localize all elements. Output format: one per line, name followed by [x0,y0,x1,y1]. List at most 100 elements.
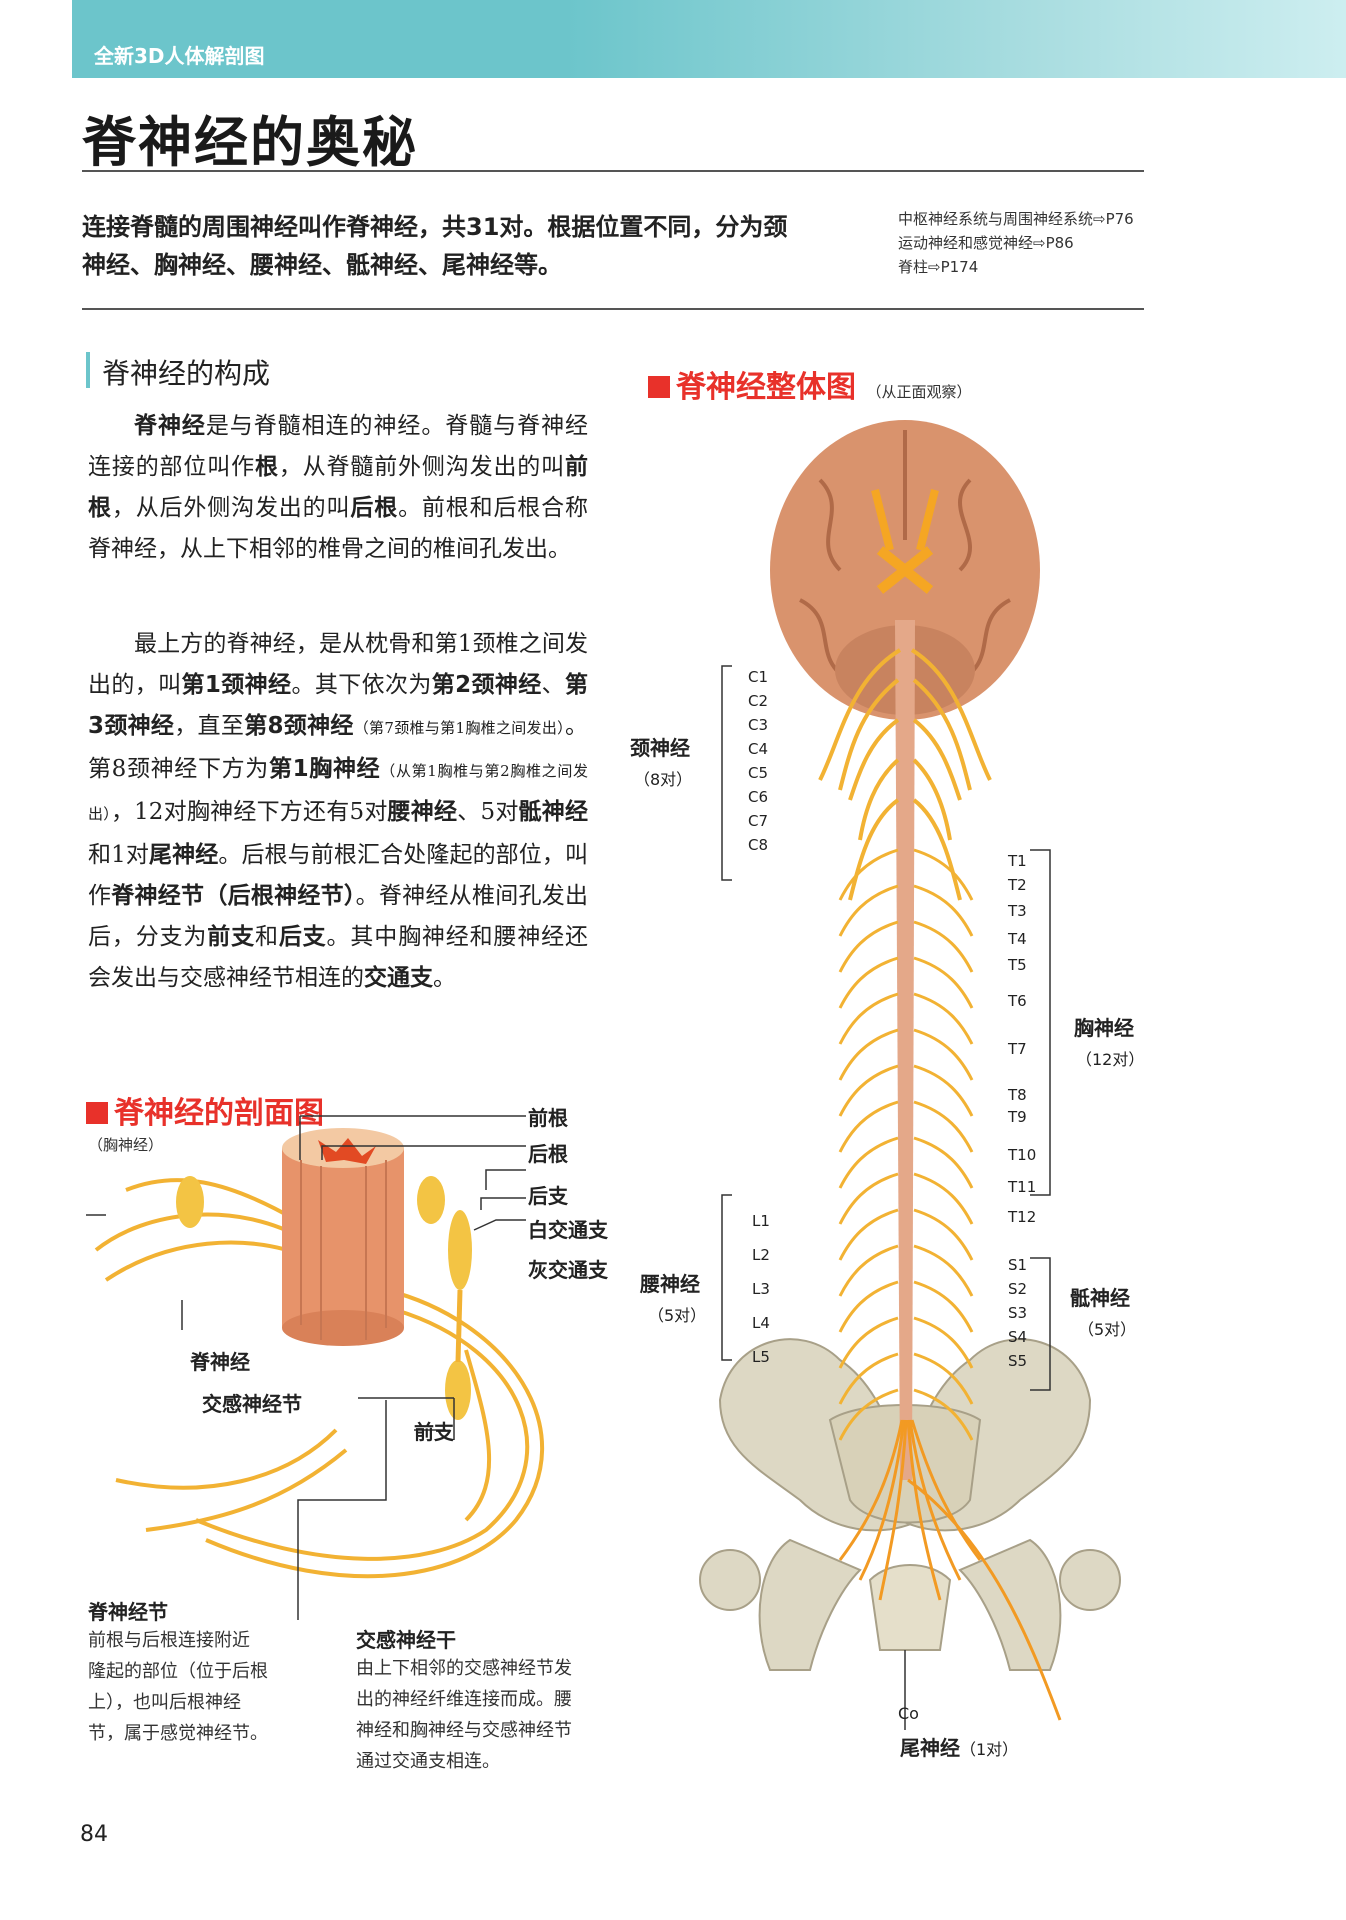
paragraph-text: ，直至 [174,713,245,739]
paragraph-text: 。其中胸神经和腰神经还会发出与交感神经节相连的 [88,924,589,991]
paragraph-text: 。脊神经从椎间孔发出后，分支为 [88,883,589,950]
segment-label-c5: C5 [748,764,769,782]
segment-label-t7: T7 [1008,1040,1027,1058]
thoracic-nerve-name: 胸神经 [1074,1016,1134,1040]
coccygeal-label: Co [898,1704,919,1723]
bold-term: 脊神经节（后根神经节） [111,883,356,909]
bold-term: 第1胸神经 [268,756,381,782]
caption-spinal-ganglion: 脊神经节 前根与后根连接附近 隆起的部位（位于后根 上），也叫后根神经 节，属于… [88,1596,328,1749]
nerve-branch [913,1100,974,1153]
nerve-branch [913,1388,974,1441]
nerve-branch [913,1244,974,1297]
body-paragraph-1: 脊神经是与脊髓相连的神经。脊髓与脊神经连接的部位叫作根，从脊髓前外侧沟发出的叫前… [88,406,588,570]
segment-label-t10: T10 [1008,1146,1037,1164]
intro-rule [82,308,1144,310]
segment-label-l5: L5 [752,1348,770,1366]
intro-line-2: 神经、胸神经、腰神经、骶神经、尾神经等。 [82,251,562,279]
paragraph-text: 、 [541,672,566,698]
spinal-ganglion-left [176,1176,204,1228]
segment-label-c4: C4 [748,740,769,758]
intro-line-1: 连接脊髓的周围神经叫作脊神经，共31对。根据位置不同，分为颈 [82,213,788,241]
caption-sympathetic-trunk: 交感神经干 由上下相邻的交感神经节发 出的神经纤维连接而成。腰 神经和胸神经与交… [356,1624,636,1777]
nerve-branch [913,1316,974,1369]
paragraph-text: ，12对胸神经下方还有5对 [110,799,388,825]
nerve-branch [838,884,899,937]
page-number: 84 [80,1822,108,1847]
segment-label-s3: S3 [1008,1304,1028,1322]
intro-text: 连接脊髓的周围神经叫作脊神经，共31对。根据位置不同，分为颈 神经、胸神经、腰神… [82,208,862,284]
nerve-branch [838,1388,899,1441]
bold-term: 交通支 [364,965,433,991]
label-back-branch: 后支 [528,1184,568,1208]
segment-label-c3: C3 [748,716,769,734]
segment-label-s5: S5 [1008,1352,1028,1370]
nerve-branch [838,920,899,973]
coccygeal-nerve-name: 尾神经 [900,1736,960,1760]
thoracic-nerves [838,848,974,1441]
overall-spinal-illustration [699,420,1121,1730]
bracket-lines [721,665,1051,1730]
label-back-root: 后根 [528,1142,568,1166]
nerve-branch [838,1352,899,1405]
caption-spinal-ganglion-head: 脊神经节 [88,1600,168,1624]
cross-section-illustration [86,1115,545,1620]
page-title: 脊神经的奥秘 [82,111,418,174]
bold-term: 根 [254,454,279,480]
red-square-icon [86,1102,108,1124]
paragraph-text: （第7颈椎与第1胸椎之间发出） [353,719,565,737]
caption-sympathetic-trunk-line: 通过交通支相连。 [356,1751,500,1772]
nerve-branch [838,956,899,1009]
segment-label-l2: L2 [752,1246,770,1264]
caption-spinal-ganglion-line: 隆起的部位（位于后根 [88,1661,268,1682]
nerve-branch [838,1064,899,1117]
thoracic-nerve-count: （12对） [1076,1050,1145,1069]
bold-term: 脊神经 [134,413,206,439]
title-rule [82,170,1144,172]
paragraph-text: 。 [433,965,456,991]
nerve-branch [913,848,974,901]
caption-sympathetic-trunk-line: 神经和胸神经与交感神经节 [356,1720,572,1741]
nerve-branch [913,1208,974,1261]
nerve-branch [838,1244,899,1297]
segment-label-c2: C2 [748,692,769,710]
bold-term: 第2颈神经 [431,672,542,698]
bold-term: 骶神经 [518,799,588,825]
paragraph-text: （从第1胸椎与第2胸椎之间发出） [88,762,588,823]
segment-label-l4: L4 [752,1314,770,1332]
nerve-branch [913,1136,974,1189]
nerve-branch [913,1352,974,1405]
caption-sympathetic-trunk-line: 出的神经纤维连接而成。腰 [356,1689,572,1710]
sacral-nerve-count: （5对） [1078,1320,1137,1339]
segment-label-t2: T2 [1008,876,1027,894]
label-white-rami: 白交通支 [528,1218,608,1242]
coccygeal-nerve-caption: 尾神经（1对） [900,1732,1018,1761]
caption-sympathetic-trunk-head: 交感神经干 [356,1628,456,1652]
label-sympathetic-ganglion: 交感神经节 [202,1392,302,1416]
cross-ref-3[interactable]: 脊柱⇨P174 [898,258,979,276]
cross-ref-1[interactable]: 中枢神经系统与周围神经系统⇨P76 [898,210,1134,228]
segment-label-c7: C7 [748,812,769,830]
segment-label-s2: S2 [1008,1280,1028,1298]
label-spinal-nerve: 脊神经 [190,1350,250,1374]
segment-label-l3: L3 [752,1280,770,1298]
nerve-branch [838,1316,899,1369]
caption-spinal-ganglion-line: 前根与后根连接附近 [88,1630,250,1651]
segment-label-t6: T6 [1008,992,1027,1010]
segment-label-l1: L1 [752,1212,770,1230]
leader-lines [86,1115,526,1620]
lumbar-nerve-name: 腰神经 [640,1272,700,1296]
header-band [72,0,1346,78]
lumbar-nerve-count: （5对） [648,1306,707,1325]
label-gray-rami: 灰交通支 [528,1258,608,1282]
segment-label-t3: T3 [1008,902,1027,920]
series-label: 全新3D人体解剖图 [94,44,265,68]
nerve-branch [838,1280,899,1333]
cervical-nerve-count: （8对） [634,770,693,789]
red-square-icon [648,376,670,398]
cross-ref-2[interactable]: 运动神经和感觉神经⇨P86 [898,234,1074,252]
caption-sympathetic-trunk-line: 由上下相邻的交感神经节发 [356,1658,572,1679]
segment-label-t8: T8 [1008,1086,1027,1104]
segment-label-t4: T4 [1008,930,1027,948]
paragraph-text: 。后根与前根汇合处隆起的部位，叫作 [88,842,589,909]
paragraph-text: 最上方的脊神经，是从枕骨和第1颈椎之间发出的，叫 [88,631,588,698]
